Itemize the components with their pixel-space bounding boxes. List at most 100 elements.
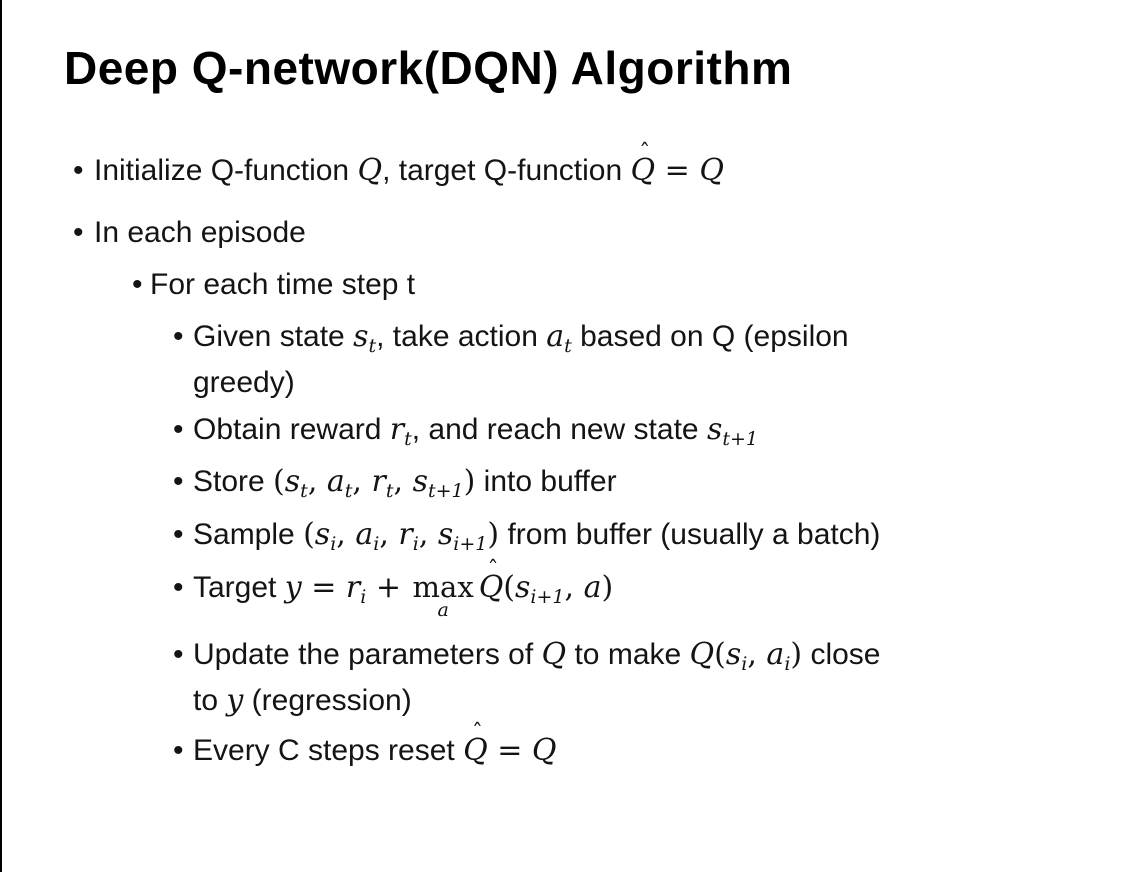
text-run: (regression) [243,684,412,717]
text-run: close [802,638,881,671]
text-run: Sample [193,518,304,551]
math-var: a [766,637,785,672]
math-sub: t+1 [722,428,758,450]
math-sub: t [404,428,412,450]
math-var: y [226,683,244,718]
math-var: Q [357,153,383,188]
math-var: s [412,464,428,499]
bullet-item-update-wrap: to y (regression) [193,682,412,719]
hat-accent-icon: ˆ [639,141,651,166]
max-underscript: a [437,599,449,621]
math-sub: i+1 [453,533,488,555]
paren: ) [601,570,614,605]
text-run: In each episode [94,216,306,249]
bullet-item-update: •Update the parameters of Q to make Q(si… [173,636,881,674]
math-var: s [314,517,331,552]
bullet-item-given-state: •Given state st, take action at based on… [173,318,849,357]
math-sub: i [360,586,367,608]
bullet-item-initialize: •Initialize Q-function Q, target Q-funct… [73,143,724,189]
bullet-item-timestep: •For each time step t [132,266,415,303]
math-var: Q [463,733,488,768]
math-sub: t [385,480,394,502]
text-run: Target [193,571,285,604]
separator: , [336,517,356,552]
bullet-icon: • [73,154,84,187]
text-run: Given state [193,320,354,353]
text-run: Obtain reward [193,413,390,446]
paren: ) [487,517,500,552]
separator: , [393,464,413,499]
bullet-icon: • [173,571,184,604]
math-var: r [345,570,361,605]
bullet-item-given-state-wrap: greedy) [193,364,295,401]
math-var: y [284,570,302,605]
paren: ( [303,517,315,552]
operator: = [487,733,532,768]
math-var: Q [630,153,656,188]
paren: ( [503,570,516,605]
text-run: to make [566,638,690,671]
separator: , [747,637,767,672]
math-var: r [398,517,413,552]
text-run: , and reach new state [411,413,707,446]
math-var: Q [531,733,557,768]
bullet-icon: • [173,465,184,498]
math-var: r [389,412,405,447]
operator: = [301,570,346,605]
bullet-icon: • [173,518,184,551]
separator: , [564,570,584,605]
text-run: to [193,684,227,717]
bullet-icon: • [173,638,184,671]
bullet-icon: • [173,320,184,353]
bullet-icon: • [73,216,84,249]
bullet-item-obtain-reward: • Obtain reward rt, and reach new state s… [173,411,758,450]
math-sub: t [344,480,353,502]
math-sub: i [330,533,337,555]
math-sub: i+1 [530,586,565,608]
operator: = [655,153,700,188]
paren: ( [714,637,726,672]
math-var: Q [699,153,724,188]
math-sub: i [373,533,380,555]
separator: , [418,517,438,552]
text-run: Update the parameters of [193,638,542,671]
bullet-item-store: •Store (st, at, rt, st+1) into buffer [173,463,617,502]
hat-accent-icon: ˆ [487,558,499,583]
math-var: a [326,464,345,499]
math-var: s [706,412,723,447]
bullet-item-episode: • In each episode [73,214,306,251]
math-sub: t+1 [427,480,464,502]
text-run: based on Q (epsilon [571,320,849,353]
math-var: a [546,319,565,354]
math-var: s [284,464,301,499]
max-label: max [412,570,474,604]
bullet-icon: • [173,734,184,767]
text-run: into buffer [475,465,617,498]
math-sub: i [412,533,419,555]
text-run: from buffer (usually a batch) [499,518,881,551]
operator: + [366,570,411,605]
text-run: For each time step t [150,268,416,301]
bullet-icon: • [132,268,143,301]
math-var: Q [478,570,504,605]
separator: , [352,464,372,499]
separator: , [379,517,399,552]
separator: , [307,464,327,499]
bullet-item-sample: •Sample (si, ai, ri, si+1) from buffer (… [173,516,881,555]
math-sub: t [564,335,572,357]
math-var: Q [689,637,715,672]
slide-title: Deep Q-network(DQN) Algorithm [64,42,793,94]
math-sub: t [300,480,308,502]
math-var: a [583,570,602,605]
math-var: s [437,517,454,552]
math-var: r [371,464,386,499]
bullet-icon: • [173,413,184,446]
math-var: a [355,517,374,552]
math-var: s [725,637,742,672]
